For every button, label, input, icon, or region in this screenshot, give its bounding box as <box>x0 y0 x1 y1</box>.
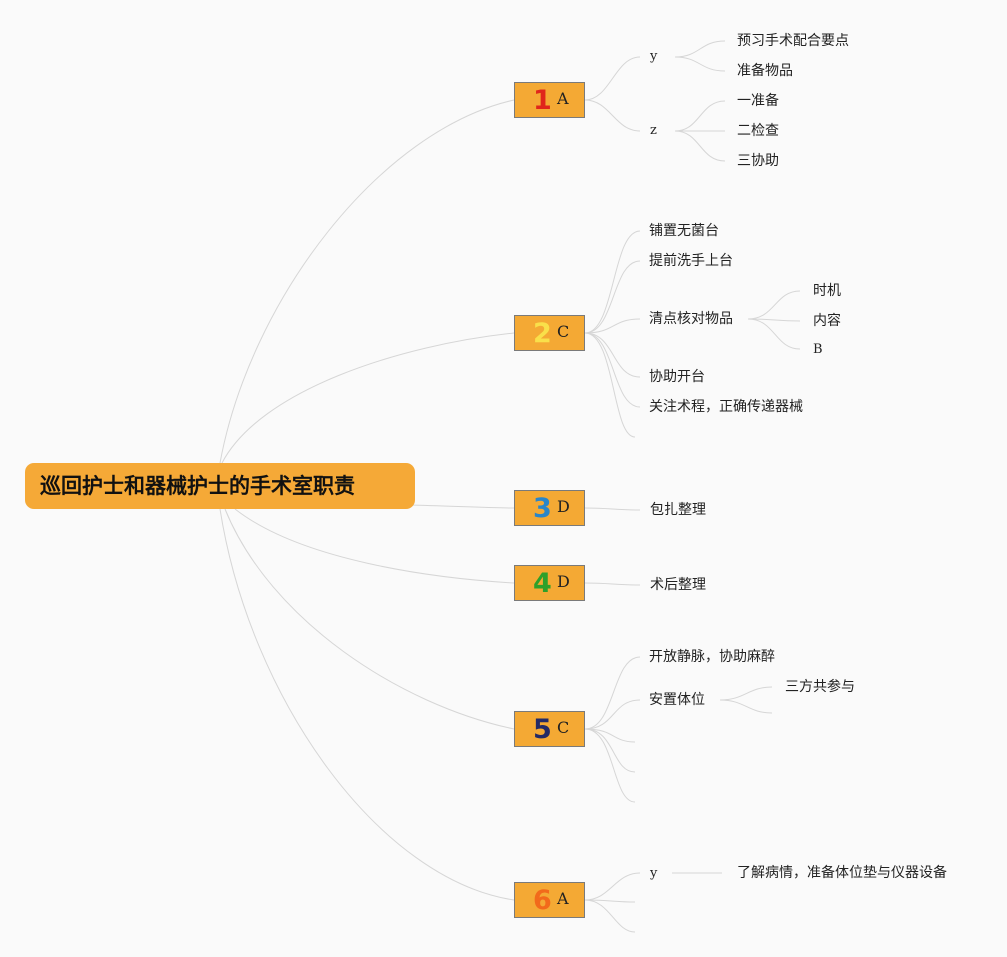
b5-item-1[interactable]: 开放静脉，协助麻醉 <box>649 649 775 665</box>
b1-y-node[interactable]: y <box>650 49 658 64</box>
edge-root-hub-4 <box>234 508 515 584</box>
edge-h5-e1 <box>584 728 636 743</box>
b1-z-item-3[interactable]: 三协助 <box>737 153 779 169</box>
hub-6-tag: A <box>557 889 569 908</box>
edge-h5-e3 <box>584 728 636 803</box>
edge-root-hub-2 <box>221 332 515 464</box>
edge-h6-y <box>584 872 641 901</box>
edge-root-hub-3 <box>409 504 515 509</box>
hub-1[interactable]: 1 A <box>514 82 585 118</box>
edge-i3-c <box>747 318 801 350</box>
b3-item-1[interactable]: 包扎整理 <box>650 502 706 518</box>
edge-h2-i2 <box>584 260 641 334</box>
b2-item-3-sub-3[interactable]: B <box>813 342 823 357</box>
b2-item-3-sub-2[interactable]: 内容 <box>813 313 841 329</box>
hub-2[interactable]: 2 C <box>514 315 585 351</box>
edge-root-hub-5 <box>224 508 515 730</box>
b1-y-item-2[interactable]: 准备物品 <box>737 63 793 79</box>
edge-h1-y <box>584 56 641 101</box>
hub-4[interactable]: 4 D <box>514 565 585 601</box>
edge-i3-b <box>747 318 801 322</box>
edge-h4-i1 <box>584 582 641 586</box>
edge-h1-z <box>584 99 641 132</box>
edge-i2-a <box>719 686 773 701</box>
b2-item-1[interactable]: 铺置无菌台 <box>649 223 719 239</box>
hub-3[interactable]: 3 D <box>514 490 585 526</box>
hub-2-number: 2 <box>533 318 552 349</box>
b2-item-3-sub-1[interactable]: 时机 <box>813 283 841 299</box>
root-topic[interactable]: 巡回护士和器械护士的手术室职责 <box>25 463 415 509</box>
hub-6[interactable]: 6 A <box>514 882 585 918</box>
edge-root-hub-1 <box>219 99 515 464</box>
b6-y-item-1[interactable]: 了解病情，准备体位垫与仪器设备 <box>737 865 947 881</box>
hub-2-tag: C <box>557 322 570 341</box>
b1-z-node[interactable]: z <box>650 123 657 138</box>
edge-root-hub-6 <box>219 508 515 901</box>
edge-h2-empty <box>584 332 636 438</box>
root-title: 巡回护士和器械护士的手术室职责 <box>40 474 355 498</box>
edge-y-y1 <box>674 40 726 58</box>
edge-h5-e2 <box>584 728 636 773</box>
hub-4-number: 4 <box>533 568 552 599</box>
edge-z-z3 <box>674 130 726 162</box>
b5-item-2-sub-1[interactable]: 三方共参与 <box>785 679 855 695</box>
hub-1-number: 1 <box>533 85 552 116</box>
edge-h5-i1 <box>584 656 641 730</box>
edge-i2-b <box>719 699 773 714</box>
edge-h3-i1 <box>584 507 641 511</box>
hub-5-number: 5 <box>533 714 552 745</box>
hub-3-tag: D <box>557 497 570 516</box>
edge-h5-i2 <box>584 699 641 730</box>
b5-item-2[interactable]: 安置体位 <box>649 692 705 708</box>
b2-item-2[interactable]: 提前洗手上台 <box>649 253 733 269</box>
edge-y-y2 <box>674 56 726 72</box>
hub-4-tag: D <box>557 572 570 591</box>
edge-z-z1 <box>674 100 726 132</box>
edge-h2-i1 <box>584 230 641 334</box>
b1-z-item-1[interactable]: 一准备 <box>737 93 779 109</box>
edge-h6-e1 <box>584 899 636 903</box>
edge-h2-i4 <box>584 332 641 378</box>
hub-5-tag: C <box>557 718 570 737</box>
hub-6-number: 6 <box>533 885 552 916</box>
edge-h2-i3 <box>584 318 641 334</box>
b2-item-4[interactable]: 协助开台 <box>649 369 705 385</box>
b1-y-item-1[interactable]: 预习手术配合要点 <box>737 33 849 49</box>
b6-y-node[interactable]: y <box>650 866 658 881</box>
hub-5[interactable]: 5 C <box>514 711 585 747</box>
b1-z-item-2[interactable]: 二检查 <box>737 123 779 139</box>
edge-h2-i5 <box>584 332 641 408</box>
edge-h6-e2 <box>584 899 636 933</box>
b2-item-5[interactable]: 关注术程，正确传递器械 <box>649 399 803 415</box>
edge-i3-a <box>747 290 801 320</box>
b4-item-1[interactable]: 术后整理 <box>650 577 706 593</box>
b2-item-3[interactable]: 清点核对物品 <box>649 311 733 327</box>
hub-1-tag: A <box>557 89 569 108</box>
hub-3-number: 3 <box>533 493 552 524</box>
